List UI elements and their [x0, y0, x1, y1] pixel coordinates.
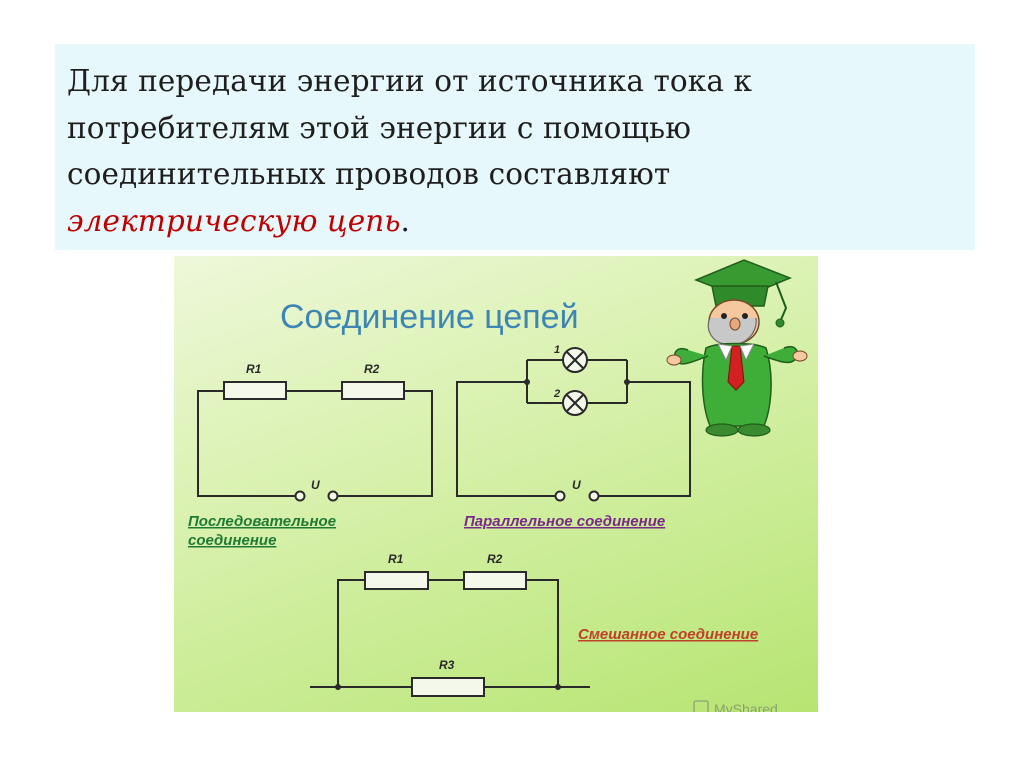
series-resistor-r2 — [341, 381, 405, 400]
parallel-node-left-top — [524, 379, 530, 385]
parallel-terminal-left — [554, 490, 566, 502]
mixed-label-r3: R3 — [439, 658, 455, 672]
professor-hand-left — [666, 354, 682, 366]
mixed-resistor-r2 — [463, 571, 527, 590]
text-line-4: электрическую цепь. — [67, 198, 957, 245]
mixed-node-right — [555, 684, 561, 690]
professor-shoe-right — [737, 423, 771, 437]
professor-nose — [729, 317, 741, 331]
series-terminal-right — [327, 490, 339, 502]
lamp-1 — [562, 347, 588, 373]
text-line-1: Для передачи энергии от источника тока к — [67, 64, 753, 98]
mixed-resistor-r3 — [411, 677, 485, 697]
parallel-caption: Параллельное соединение — [464, 513, 665, 530]
professor-tie — [727, 345, 745, 391]
professor-cartoon — [666, 259, 808, 437]
series-label-u: U — [311, 478, 320, 492]
parallel-label-lamp2: 2 — [553, 388, 560, 400]
series-label-r1: R1 — [246, 362, 262, 376]
highlight-term: электрическую цепь — [67, 203, 401, 238]
mixed-caption: Смешанное соединение — [578, 626, 758, 643]
parallel-label-lamp1: 1 — [554, 344, 560, 356]
mixed-circuit — [310, 571, 590, 697]
series-caption-line2: соединение — [188, 532, 276, 549]
mixed-resistor-r1 — [364, 571, 429, 590]
parallel-label-u: U — [572, 478, 581, 492]
series-circuit — [197, 381, 433, 502]
series-terminal-left — [294, 490, 306, 502]
parallel-node-right-top — [624, 379, 630, 385]
professor-shoe-left — [705, 423, 739, 437]
parallel-terminal-right — [588, 490, 600, 502]
circuit-slide: Соединение цепей R1 R2 U Последовательно… — [174, 256, 818, 712]
mixed-top-branch-left — [337, 579, 365, 687]
mixed-top-branch-right — [526, 579, 559, 687]
period: . — [400, 203, 411, 238]
lamp-2 — [562, 390, 588, 416]
watermark: MyShared — [693, 700, 778, 712]
series-resistor-r1 — [223, 381, 287, 400]
circuit-diagrams: Соединение цепей R1 R2 U Последовательно… — [188, 259, 808, 712]
text-box: Для передачи энергии от источника тока к… — [55, 44, 975, 250]
professor-hand-right — [792, 350, 808, 362]
parallel-wire-left — [456, 381, 555, 497]
series-label-r2: R2 — [364, 362, 380, 376]
text-line-2: потребителям этой энергии с помощью — [67, 110, 691, 145]
series-wire-left — [197, 390, 295, 497]
series-wire-right — [338, 390, 433, 497]
mixed-label-r1: R1 — [388, 552, 404, 566]
series-caption-line1: Последовательное — [188, 513, 336, 530]
slide-title: Соединение цепей — [280, 298, 579, 336]
professor-cap-tassel — [775, 281, 788, 323]
parallel-wire-right — [599, 381, 691, 497]
text-line-3: соединительных проводов составляют — [67, 157, 671, 191]
watermark-icon — [693, 700, 709, 712]
mixed-label-r2: R2 — [487, 552, 503, 566]
watermark-text: MyShared — [714, 701, 778, 712]
mixed-node-left — [335, 684, 341, 690]
